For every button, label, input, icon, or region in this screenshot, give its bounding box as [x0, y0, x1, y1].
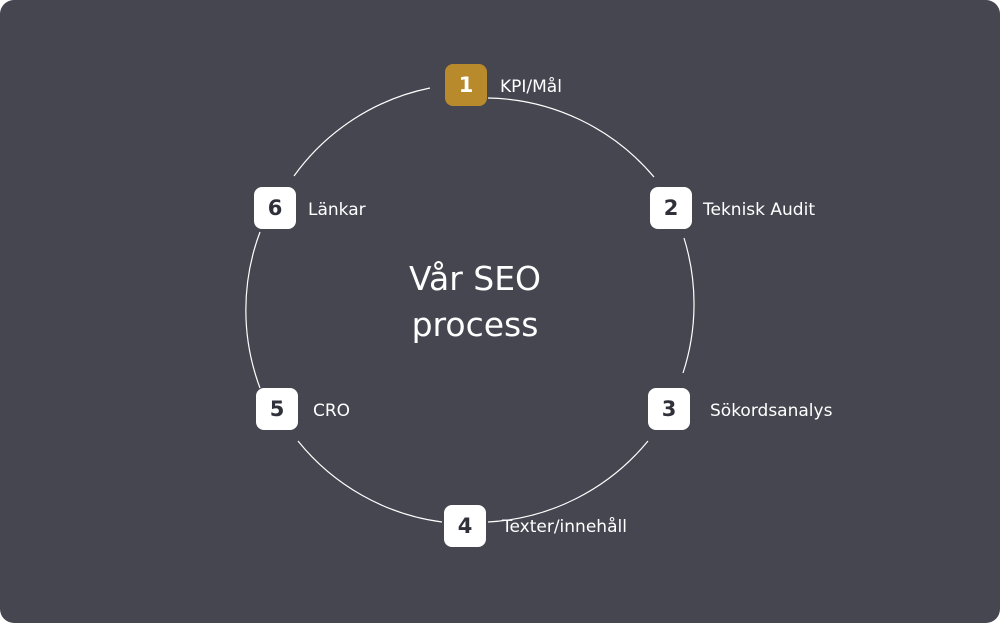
step-2-label: Teknisk Audit: [703, 200, 815, 220]
step-1-label: KPI/Mål: [500, 77, 562, 97]
diagram-title-line-1: Vår SEO: [408, 259, 542, 298]
diagram-title-line-2: process: [411, 305, 539, 344]
step-5-badge: 5: [256, 388, 298, 430]
step-2-badge: 2: [650, 187, 692, 229]
step-3-label: Sökordsanalys: [710, 401, 833, 421]
step-5-label: CRO: [313, 401, 351, 421]
step-6-label: Länkar: [308, 200, 366, 220]
arc-5-6: [245, 231, 261, 389]
arc-6-1: [293, 87, 431, 177]
arc-4-5: [297, 440, 443, 523]
arc-3-4: [487, 440, 649, 523]
step-1-badge: 1: [445, 64, 487, 106]
step-3-badge: 3: [648, 388, 690, 430]
step-6-badge: 6: [254, 187, 296, 229]
step-4-badge: 4: [444, 505, 486, 547]
arc-1-2: [487, 97, 655, 178]
diagram-title: Vår SEO process: [355, 256, 595, 348]
step-4-label: Texter/innehåll: [502, 517, 627, 537]
arc-2-3: [682, 237, 695, 374]
